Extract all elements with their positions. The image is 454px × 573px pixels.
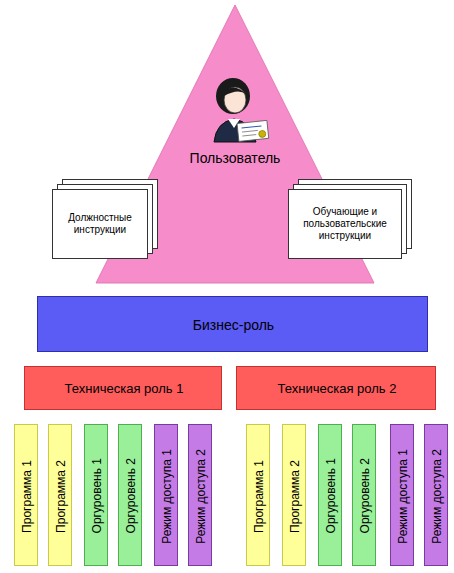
permission-bar: Программа 2 — [48, 424, 72, 566]
bar-text: Программа 2 — [54, 460, 68, 533]
bar-label: Режим доступа 2 — [189, 425, 213, 567]
bar-text: Программа 1 — [20, 460, 34, 533]
document-stack: Должностные инструкции — [52, 179, 158, 259]
role-label: Техническая роль 1 — [25, 367, 223, 411]
user-hair — [216, 78, 250, 114]
bar-label: Программа 1 — [15, 425, 39, 567]
permission-bar: Режим доступа 1 — [154, 424, 178, 566]
bar-label: Оргуровень 1 — [85, 425, 109, 567]
role-label: Бизнес-роль — [38, 297, 429, 353]
bar-text: Оргуровень 2 — [358, 458, 372, 533]
bar-text: Программа 1 — [252, 460, 266, 533]
user-triangle: ПользовательДолжностные инструкцииОбучаю… — [96, 5, 374, 283]
bar-label: Режим доступа 1 — [155, 425, 179, 567]
role-band: Техническая роль 1 — [24, 366, 222, 410]
role-label: Пользователь — [96, 149, 374, 167]
document-page — [289, 190, 402, 259]
bar-label: Оргуровень 2 — [353, 425, 377, 567]
user-icon — [200, 72, 272, 144]
document-page — [53, 190, 148, 259]
permission-bar: Режим доступа 2 — [424, 424, 448, 566]
document-stack: Обучающие и пользовательские инструкции — [288, 179, 412, 259]
permission-bar: Программа 2 — [282, 424, 306, 566]
role-band: Техническая роль 2 — [236, 366, 436, 410]
permission-bar: Программа 1 — [246, 424, 270, 566]
permission-bar: Режим доступа 1 — [390, 424, 414, 566]
bar-text: Режим доступа 1 — [160, 449, 174, 544]
permission-bar: Оргуровень 1 — [318, 424, 342, 566]
role-band: Бизнес-роль — [37, 296, 428, 352]
certificate — [237, 120, 269, 141]
bar-label: Программа 2 — [283, 425, 307, 567]
permission-bar: Оргуровень 2 — [352, 424, 376, 566]
bar-text: Режим доступа 1 — [396, 449, 410, 544]
bar-text: Оргуровень 2 — [124, 458, 138, 533]
document-title: Должностные инструкции — [55, 191, 145, 257]
bar-label: Режим доступа 2 — [425, 425, 449, 567]
permission-bar: Оргуровень 2 — [118, 424, 142, 566]
permission-bar: Программа 1 — [14, 424, 38, 566]
user-fringe — [224, 87, 246, 96]
role-label: Техническая роль 2 — [237, 367, 437, 411]
bar-label: Программа 1 — [247, 425, 271, 567]
permission-bar: Режим доступа 2 — [188, 424, 212, 566]
bar-label: Программа 2 — [49, 425, 73, 567]
bar-text: Оргуровень 1 — [324, 458, 338, 533]
user-face — [224, 87, 246, 113]
permission-bar: Оргуровень 1 — [84, 424, 108, 566]
bar-text: Режим доступа 2 — [430, 449, 444, 544]
document-title: Обучающие и пользовательские инструкции — [291, 191, 399, 257]
bar-text: Программа 2 — [288, 460, 302, 533]
bar-label: Оргуровень 2 — [119, 425, 143, 567]
bar-text: Режим доступа 2 — [194, 449, 208, 544]
bar-text: Оргуровень 1 — [90, 458, 104, 533]
bar-label: Оргуровень 1 — [319, 425, 343, 567]
bar-label: Режим доступа 1 — [391, 425, 415, 567]
